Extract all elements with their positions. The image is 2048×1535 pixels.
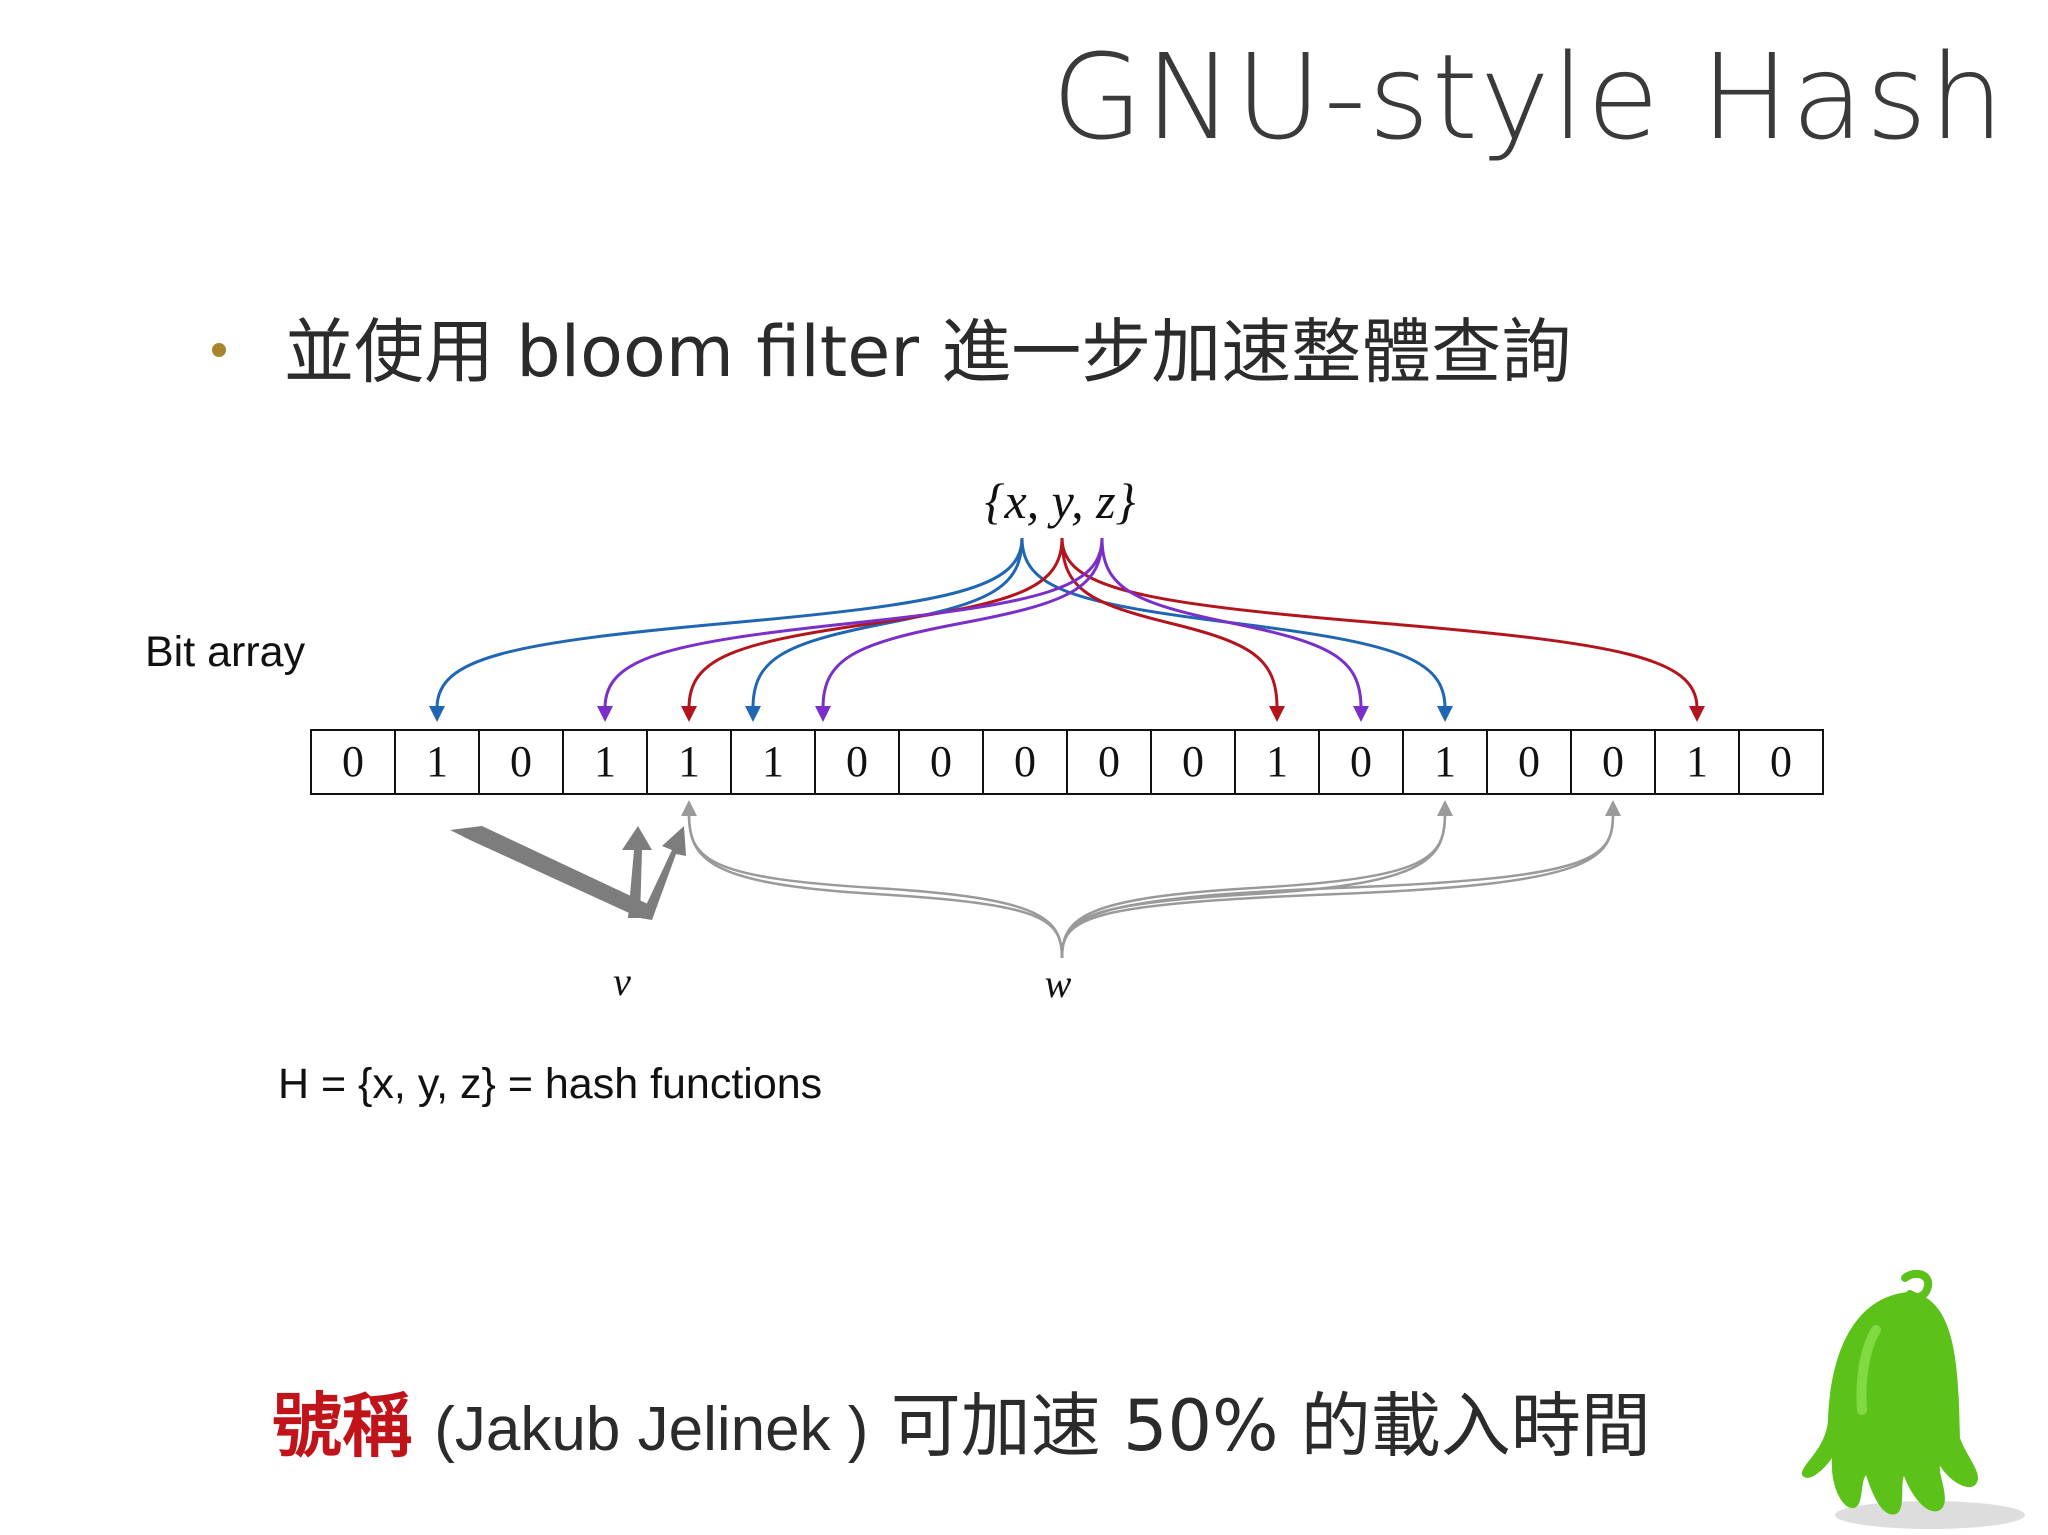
bit-cell: 1 xyxy=(594,737,616,786)
bit-cell: 0 xyxy=(1182,737,1204,786)
bit-cell: 0 xyxy=(1350,737,1372,786)
hash-arrows xyxy=(429,537,1705,959)
bit-array-label: Bit array xyxy=(145,628,306,676)
bit-cell: 1 xyxy=(1266,737,1288,786)
element-v-arrows xyxy=(450,826,686,920)
slide-title: GNU-style Hash xyxy=(1051,28,2006,166)
query-w-arrow xyxy=(687,813,1064,959)
query-w-arrow xyxy=(1060,813,1615,959)
hash-y-arrow xyxy=(687,537,1064,709)
claim-text: 號稱 (Jakub Jelinek ) 可加速 50% 的載入時間 xyxy=(272,1370,1651,1471)
hash-x-arrowhead xyxy=(429,706,445,722)
hash-y-arrowhead xyxy=(1269,706,1285,722)
claim-red: 號稱 xyxy=(272,1385,412,1467)
hash-set-label: {x, y, z} xyxy=(984,473,1135,529)
bit-cell: 1 xyxy=(1686,737,1708,786)
v-arrow-right xyxy=(640,826,686,920)
hash-z-arrow xyxy=(821,537,1104,709)
bit-cell: 0 xyxy=(930,737,952,786)
query-w-arrowhead xyxy=(1437,800,1453,816)
bit-cell: 0 xyxy=(846,737,868,786)
hash-z-arrow xyxy=(603,537,1104,709)
hash-y-arrow xyxy=(1060,537,1699,709)
query-w-arrowhead xyxy=(681,800,697,816)
bullet-dot-icon xyxy=(212,342,226,357)
claim-rest: 可加速 50% 的載入時間 xyxy=(890,1385,1651,1467)
bit-cell: 0 xyxy=(510,737,532,786)
bit-cell: 0 xyxy=(1518,737,1540,786)
hash-x-arrowhead xyxy=(745,706,761,722)
hash-z-arrow xyxy=(1100,537,1363,709)
bit-cell: 0 xyxy=(1014,737,1036,786)
hash-y-arrow xyxy=(1060,537,1279,709)
bullet-text: 並使用 bloom filter 進一步加速整體查詢 xyxy=(284,311,1572,393)
hash-y-arrowhead xyxy=(1689,706,1705,722)
hash-y-arrowhead xyxy=(681,706,697,722)
query-w-arrow xyxy=(687,813,1064,959)
element-v-label: v xyxy=(613,959,631,1004)
hash-z-arrowhead xyxy=(597,706,613,722)
query-w-arrowhead xyxy=(1605,800,1621,816)
hash-x-arrowhead xyxy=(1437,706,1453,722)
bit-array: 0 1 0 1 1 1 0 0 0 0 0 1 0 1 0 0 1 0 xyxy=(310,729,1824,795)
bit-cell: 0 xyxy=(1770,737,1792,786)
hash-legend: H = {x, y, z} = hash functions xyxy=(278,1060,823,1108)
green-mascot-icon xyxy=(1801,1270,2025,1529)
hash-x-arrow xyxy=(435,537,1024,709)
bit-cell: 1 xyxy=(426,737,448,786)
v-arrow-mid xyxy=(622,826,652,918)
bit-cell: 0 xyxy=(1098,737,1120,786)
claim-author: (Jakub Jelinek ) xyxy=(434,1395,869,1464)
bit-cell: 0 xyxy=(1602,737,1624,786)
bit-cell: 1 xyxy=(762,737,784,786)
bit-cell: 1 xyxy=(678,737,700,786)
hash-x-arrow xyxy=(751,537,1024,709)
bit-cell: 0 xyxy=(342,737,364,786)
hash-z-arrowhead xyxy=(1353,706,1369,722)
bullet-item: 並使用 bloom filter 進一步加速整體查詢 xyxy=(212,296,1571,397)
element-w-label: w xyxy=(1045,961,1072,1006)
hash-z-arrowhead xyxy=(815,706,831,722)
bit-cell: 1 xyxy=(1434,737,1456,786)
v-arrow-left xyxy=(450,826,650,918)
